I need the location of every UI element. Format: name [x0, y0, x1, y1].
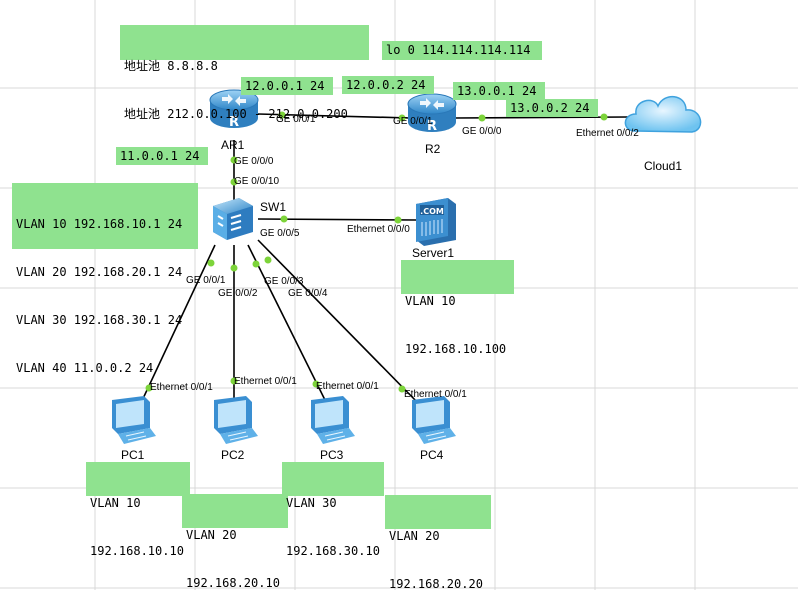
link-dot	[600, 113, 608, 121]
pc3-note: VLAN 30 192.168.30.10	[282, 462, 384, 558]
pc-icon[interactable]	[206, 396, 262, 446]
device-label-ar1: AR1	[221, 138, 245, 152]
pc4-note: VLAN 20 192.168.20.20	[385, 495, 491, 591]
device-label-pc1: PC1	[121, 448, 145, 462]
link-dot	[280, 215, 288, 223]
cloud-icon[interactable]	[620, 86, 710, 146]
note-line: VLAN 30	[286, 496, 337, 510]
port-label: GE 0/0/0	[462, 126, 502, 137]
link-dot	[252, 260, 260, 268]
pc-icon[interactable]	[404, 396, 460, 446]
link-dot	[207, 259, 215, 267]
note-line: VLAN 30 192.168.30.1 24	[16, 313, 183, 327]
address-pool-note: 地址池 8.8.8.8 地址池 212.0.0.100 - 212.0.0.20…	[120, 25, 369, 121]
link-dot	[278, 111, 286, 119]
port-label: GE 0/0/1	[276, 114, 316, 125]
link-dot	[312, 380, 320, 388]
port-label: Ethernet 0/0/1	[150, 382, 213, 393]
note-line: VLAN 40 11.0.0.2 24	[16, 361, 154, 375]
topology-links	[139, 111, 629, 406]
note-line: 192.168.20.20	[389, 577, 483, 591]
server-icon[interactable]: .COM	[412, 196, 458, 246]
device-label-pc4: PC4	[420, 448, 444, 462]
port-label: GE 0/0/5	[260, 228, 300, 239]
pc-icon[interactable]	[104, 396, 160, 446]
link-dot	[230, 377, 238, 385]
link-sw1-pc3	[247, 244, 326, 401]
ip-note: 11.0.0.1 24	[116, 147, 208, 165]
link-dot	[145, 384, 153, 392]
link-dot	[230, 156, 238, 164]
loopback-note: lo 0 114.114.114.114	[382, 41, 542, 60]
port-label: GE 0/0/1	[393, 116, 433, 127]
port-label: Ethernet 0/0/0	[347, 224, 410, 235]
device-label-sw1: SW1	[260, 200, 287, 214]
note-line: 192.168.30.10	[286, 544, 380, 558]
port-label: Ethernet 0/0/1	[404, 389, 467, 400]
pc2-note: VLAN 20 192.168.20.10	[182, 494, 288, 590]
port-label: GE 0/0/10	[234, 176, 280, 187]
ip-note: 13.0.0.1 24	[453, 82, 545, 100]
port-label: GE 0/0/0	[234, 156, 274, 167]
device-label-r2: R2	[425, 142, 441, 156]
note-line: VLAN 20 192.168.20.1 24	[16, 265, 183, 279]
note-line: VLAN 10 192.168.10.1 24	[16, 217, 183, 231]
vlanif-note: VLAN 10 192.168.10.1 24 VLAN 20 192.168.…	[12, 183, 198, 375]
port-label: GE 0/0/4	[288, 288, 328, 299]
note-line: 地址池 8.8.8.8	[124, 59, 218, 73]
ip-note: 12.0.0.2 24	[342, 76, 434, 94]
link-dot	[478, 114, 486, 122]
note-line: VLAN 20	[389, 529, 440, 543]
device-label-pc2: PC2	[221, 448, 245, 462]
device-label-server1: Server1	[412, 246, 455, 260]
link-dot	[398, 114, 406, 122]
note-line: 地址池 212.0.0.100 - 212.0.0.200	[124, 107, 348, 121]
svg-text:R: R	[427, 119, 437, 134]
port-label: GE 0/0/3	[264, 276, 304, 287]
port-label: Ethernet 0/0/2	[576, 128, 639, 139]
device-label-pc3: PC3	[320, 448, 344, 462]
note-line: VLAN 20	[186, 528, 237, 542]
note-line: 192.168.10.100	[405, 342, 507, 356]
switch-icon[interactable]	[209, 196, 257, 242]
link-dot	[230, 178, 238, 186]
server-note: VLAN 10 192.168.10.100	[401, 260, 514, 356]
device-label-cloud1: Cloud1	[644, 159, 683, 173]
link-dot	[398, 385, 406, 393]
note-line: 192.168.10.10	[90, 544, 184, 558]
link-dot	[394, 216, 402, 224]
ip-note: 12.0.0.1 24	[241, 77, 333, 95]
link-sw1-pc1	[139, 244, 216, 406]
ip-note: 13.0.0.2 24	[506, 99, 598, 117]
server-logo: .COM	[420, 207, 444, 216]
port-label: Ethernet 0/0/1	[316, 381, 379, 392]
note-line: 192.168.20.10	[186, 576, 280, 590]
pc1-note: VLAN 10 192.168.10.10	[86, 462, 190, 558]
link-dot	[230, 264, 238, 272]
pc-icon[interactable]	[303, 396, 359, 446]
note-line: VLAN 10	[405, 294, 456, 308]
router-icon[interactable]: R	[208, 88, 260, 132]
router-icon[interactable]: R	[406, 92, 458, 136]
link-sw1-pc4	[257, 239, 421, 406]
note-line: VLAN 10	[90, 496, 141, 510]
link-dot	[264, 256, 272, 264]
port-label: Ethernet 0/0/1	[234, 376, 297, 387]
svg-text:R: R	[229, 115, 239, 130]
port-label: GE 0/0/2	[218, 288, 258, 299]
port-label: GE 0/0/1	[186, 275, 226, 286]
